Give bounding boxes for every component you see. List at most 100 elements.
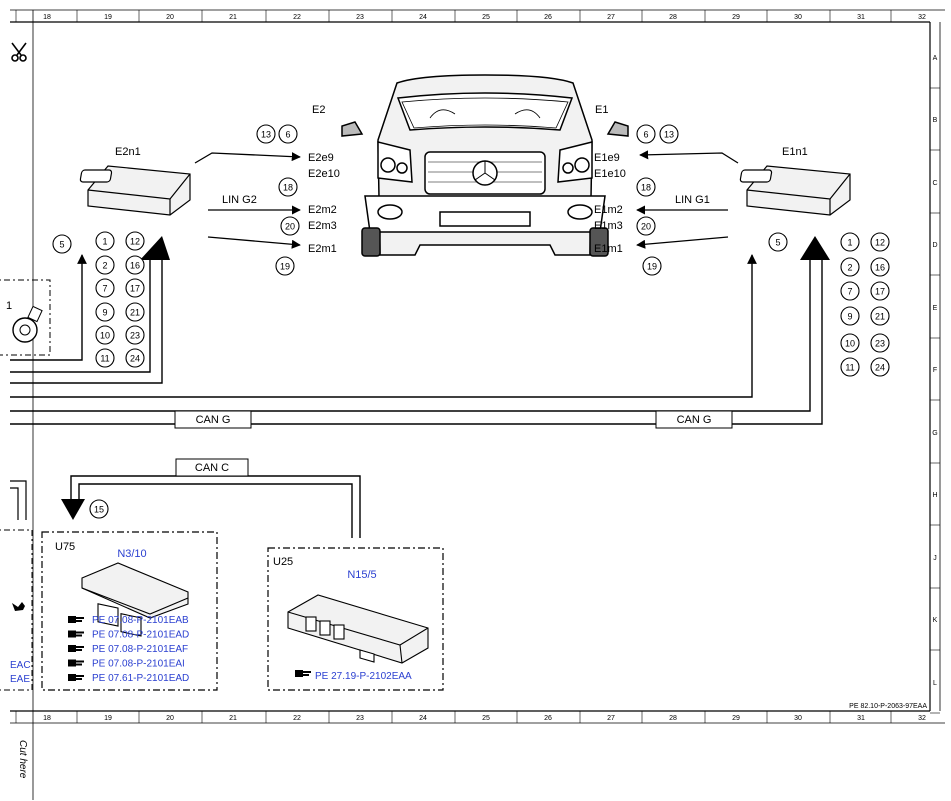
row-letter: E <box>933 305 938 312</box>
circle-number: 18 <box>283 183 293 193</box>
reference-number-circle: 19 <box>642 256 662 276</box>
column-number: 30 <box>794 715 802 722</box>
column-number: 20 <box>166 14 174 21</box>
n3-10-ecu-icon <box>81 562 189 637</box>
circle-number: 24 <box>875 363 885 373</box>
circle-number: 19 <box>647 262 657 272</box>
reference-number-circle: 12 <box>125 231 145 251</box>
column-number: 23 <box>356 14 364 21</box>
circle-number: 9 <box>847 312 852 322</box>
circle-number: 1 <box>847 238 852 248</box>
circle-number: 13 <box>664 130 674 140</box>
n15-5-label: N15/5 <box>347 569 376 581</box>
u75-ref-item: PE 07.08-P-2101EAD <box>68 630 189 641</box>
reference-number-circle: 18 <box>278 177 298 197</box>
column-number: 25 <box>482 715 490 722</box>
column-number: 21 <box>229 14 237 21</box>
hand-pointer-icon <box>68 616 84 623</box>
u75-ref-text: PE 07.08-P-2101EAF <box>92 644 188 655</box>
e2n1-label: E2n1 <box>115 146 141 158</box>
column-number: 26 <box>544 14 552 21</box>
reference-number-circle: 24 <box>870 357 890 377</box>
car-front-illustration <box>341 74 629 257</box>
frame <box>10 9 945 800</box>
reference-number-circle: 1 <box>95 231 115 251</box>
column-number: 19 <box>104 715 112 722</box>
reference-number-circle: 7 <box>95 278 115 298</box>
circle-number: 23 <box>875 339 885 349</box>
hand-pointer-icon <box>68 659 84 667</box>
circle-number: 23 <box>130 331 140 341</box>
circle-number: 9 <box>102 308 107 318</box>
circle-number: 11 <box>100 354 109 364</box>
reference-number-circle: 10 <box>95 325 115 345</box>
reference-number-circle: 1 <box>840 232 860 252</box>
partial-ref-eae: EAE <box>10 674 30 685</box>
reference-number-circle: 6 <box>636 124 656 144</box>
u75-ref-item: PE 07.08-P-2101EAB <box>68 615 189 626</box>
e1e9-label: E1e9 <box>594 152 620 164</box>
column-number: 23 <box>356 715 364 722</box>
row-letter: J <box>933 555 937 562</box>
reference-number-circle: 13 <box>256 124 276 144</box>
column-number: 29 <box>732 715 740 722</box>
column-number: 19 <box>104 14 112 21</box>
can-c-label: CAN C <box>175 458 249 477</box>
n15-5-module-icon <box>287 594 429 664</box>
column-number: 31 <box>857 715 865 722</box>
reference-number-circle: 23 <box>870 333 890 353</box>
e1m2-label: E1m2 <box>594 204 623 216</box>
vehicle-left-label: E2 <box>312 104 325 116</box>
circle-number: 15 <box>94 505 104 515</box>
column-number: 22 <box>293 14 301 21</box>
column-number: 32 <box>918 14 926 21</box>
reference-number-circle: 5 <box>768 232 788 252</box>
e1n1-module-icon <box>739 165 851 216</box>
reference-number-circle: 6 <box>278 124 298 144</box>
bus-wiring <box>10 236 830 538</box>
u75-ref-item: PE 07.08-P-2101EAI <box>68 659 185 670</box>
reference-number-circle: 12 <box>870 232 890 252</box>
circle-number: 2 <box>847 263 852 273</box>
can-c-text: CAN C <box>195 462 229 474</box>
hand-pointer-icon <box>68 630 84 638</box>
circle-number: 5 <box>59 240 64 250</box>
can-g-text: CAN G <box>196 414 231 426</box>
circle-number: 11 <box>845 363 854 373</box>
e2n1-module-icon <box>79 165 191 216</box>
partial-ref-eac: EAC <box>10 660 31 671</box>
right-signal-lines <box>636 150 739 249</box>
e2m3-label: E2m3 <box>308 220 337 232</box>
column-number: 22 <box>293 715 301 722</box>
lin-g1-label: LIN G1 <box>675 194 710 206</box>
column-number: 24 <box>419 715 427 722</box>
circle-number: 17 <box>130 284 140 294</box>
u25-module-box: U25 N15/5 PE 27.19-P-2102EAA <box>267 547 444 691</box>
column-number: 32 <box>918 715 926 722</box>
e2e10-label: E2e10 <box>308 168 340 180</box>
reference-number-circle: 5 <box>52 234 72 254</box>
e1m3-label: E1m3 <box>594 220 623 232</box>
row-letter: H <box>932 492 937 499</box>
row-letter: A <box>933 55 938 62</box>
vehicle-right-label: E1 <box>595 104 608 116</box>
reference-number-circle: 10 <box>840 333 860 353</box>
reference-number-circle: 24 <box>125 348 145 368</box>
column-number: 18 <box>43 14 51 21</box>
n3-10-label: N3/10 <box>117 548 146 560</box>
circle-number: 24 <box>130 354 140 364</box>
e2m2-label: E2m2 <box>308 204 337 216</box>
reference-number-circle: 16 <box>870 257 890 277</box>
circle-number: 20 <box>641 222 651 232</box>
reference-number-circle: 19 <box>275 256 295 276</box>
circle-number: 7 <box>102 284 107 294</box>
partial-module-label: 1 <box>6 300 12 312</box>
row-letter: D <box>932 242 937 249</box>
can-g-label-right: CAN G <box>655 410 733 429</box>
column-number: 27 <box>607 14 615 21</box>
column-number: 28 <box>669 14 677 21</box>
column-number: 18 <box>43 715 51 722</box>
row-letter: C <box>932 180 937 187</box>
